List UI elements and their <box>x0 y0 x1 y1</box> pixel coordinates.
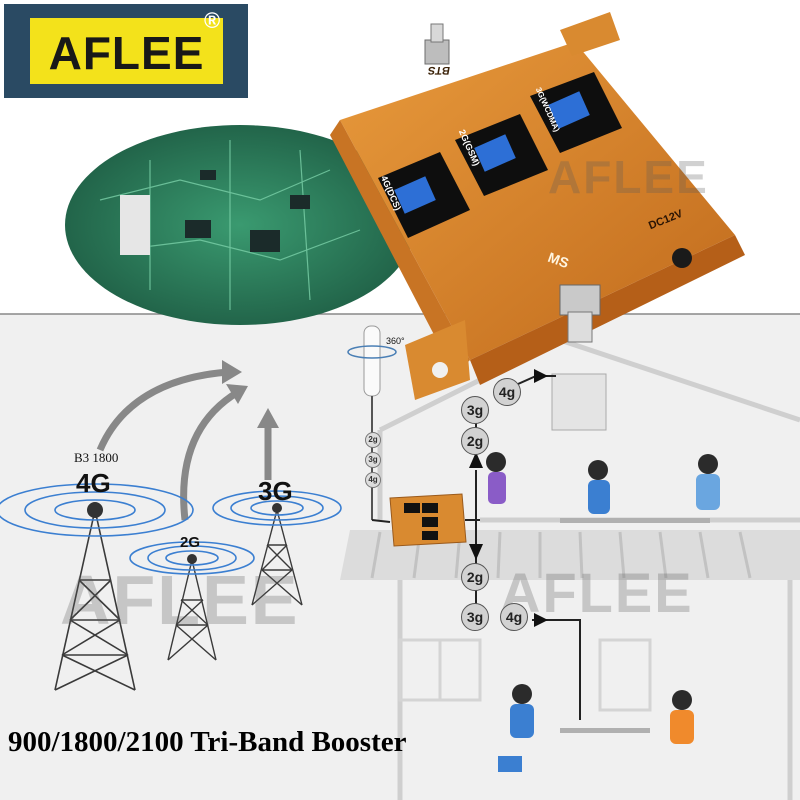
booster-device <box>330 12 745 400</box>
brand-logo-plate: AFLEE <box>30 18 223 84</box>
badge-top-4g: 4g <box>365 472 381 488</box>
lcd-panel-3g <box>530 72 622 153</box>
badge-lower-2g: 2g <box>461 563 489 591</box>
tower-4g-head <box>87 502 103 518</box>
outdoor-antenna <box>347 325 397 520</box>
circuit-board <box>65 125 415 325</box>
brand-logo-text: AFLEE <box>48 27 205 79</box>
registered-mark: ® <box>204 8 221 33</box>
radio-waves <box>0 483 342 575</box>
circuit-traces <box>99 140 361 310</box>
product-caption: 900/1800/2100 Tri-Band Booster <box>8 726 407 758</box>
watermark-right: AFLEE <box>500 561 694 624</box>
badge-lower-3g: 3g <box>461 603 489 631</box>
tower-2g <box>167 559 217 661</box>
people-lower <box>498 684 694 772</box>
watermark-left: AFLEE <box>60 561 300 639</box>
badge-upper-2g: 2g <box>461 427 489 455</box>
badge-top-2g: 2g <box>365 432 381 448</box>
band-note: B3 1800 <box>74 450 119 465</box>
badge-lower-4g: 4g <box>500 603 528 631</box>
lcd-panel-4g <box>378 152 470 238</box>
tower-3g-head <box>272 503 282 513</box>
tower-2g-head <box>187 554 197 564</box>
people-upper <box>486 452 720 523</box>
tower-4g <box>54 509 136 691</box>
antenna-rotation-label: 360° <box>386 336 405 346</box>
tower-label-2g: 2G <box>180 534 201 551</box>
arrow-heads <box>469 369 548 627</box>
badge-upper-4g: 4g <box>493 378 521 406</box>
brand-logo: AFLEE ® <box>4 4 248 98</box>
tower-label-4g: 4G <box>76 468 111 498</box>
tower-3g <box>251 509 303 606</box>
badge-top-3g: 3g <box>365 452 381 468</box>
mini-booster <box>389 493 467 547</box>
signal-arc-arrows <box>96 368 272 521</box>
badge-upper-3g: 3g <box>461 396 489 424</box>
windows <box>398 638 652 712</box>
circuit-components <box>120 170 310 255</box>
indoor-panel-antenna <box>551 373 607 431</box>
tower-label-3g: 3G <box>258 476 293 506</box>
lcd-panel-2g <box>455 114 548 196</box>
signal-arc-heads <box>222 360 279 428</box>
bts-port-label: BTS <box>426 64 452 76</box>
watermark-device: AFLEE <box>548 151 709 203</box>
